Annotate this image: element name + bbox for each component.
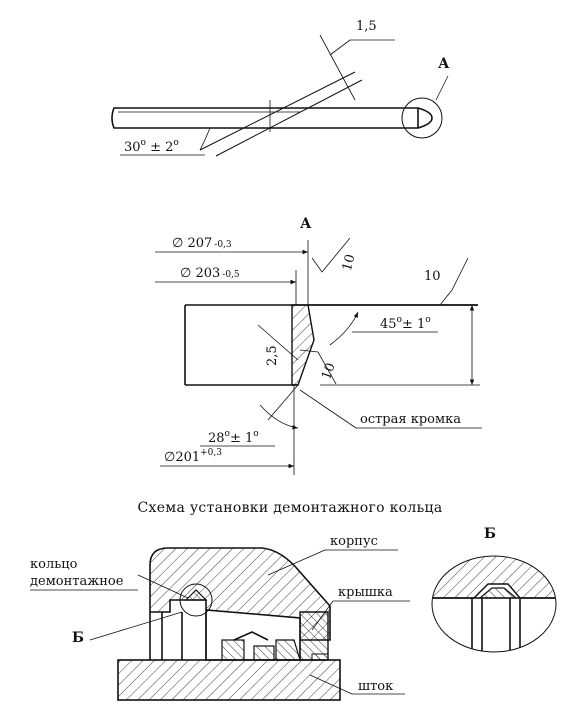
detail-b-outline	[431, 555, 557, 653]
detail-b-ring	[478, 587, 518, 599]
cover-label: крышка	[338, 585, 393, 600]
detail-b-view	[432, 556, 556, 652]
scheme-title: Схема установки демонтажного кольца	[138, 500, 443, 516]
angle-arc	[199, 127, 211, 151]
seal-2	[253, 645, 275, 661]
ring-label-1: кольцо	[30, 557, 78, 572]
ring-end	[417, 107, 433, 129]
ring-leader	[137, 574, 189, 599]
angle-label: 30o ± 2o	[124, 138, 179, 155]
angle28-label: 28o± 1o	[208, 429, 259, 446]
chamfer-dim-line	[257, 324, 299, 361]
housing-leader	[267, 549, 326, 576]
cover-lines	[149, 612, 207, 660]
roughness-right	[439, 257, 469, 306]
roughness-face	[299, 349, 337, 385]
d203-label: ∅ 203-0,5	[180, 266, 240, 281]
view-b-label: Б	[72, 630, 84, 646]
detail-a-title: А	[300, 216, 312, 232]
roughness-top	[311, 237, 351, 273]
angle28-leg	[267, 384, 299, 421]
rod-leader	[309, 674, 353, 695]
dismantling-ring	[184, 589, 208, 601]
detail-b-cover-lines	[471, 598, 521, 652]
detail-a: А ∅ 207-0,3 ∅ 203-0,5 10 10 45o± 1o 10	[155, 216, 482, 475]
d201-label: ∅201+0,3	[164, 448, 222, 465]
install-scheme: Схема установки демонтажного кольца коль…	[30, 500, 557, 701]
chamfer-dim: 2,5	[265, 345, 280, 366]
seal-4	[311, 653, 329, 661]
cover-leader	[311, 600, 334, 631]
detail-b-circle	[179, 583, 213, 617]
seal-lip	[233, 631, 269, 641]
angle45-label: 45o± 1o	[380, 315, 431, 332]
detail-a-leader	[435, 75, 449, 101]
cut-line-1	[199, 71, 356, 151]
d207-label: ∅ 207-0,3	[172, 236, 232, 251]
angle45-arc	[329, 311, 359, 346]
cut-line-2	[215, 79, 363, 157]
housing-label: корпус	[330, 534, 378, 549]
detail-b-label: Б	[484, 526, 496, 542]
sharp-edge-leader	[299, 389, 357, 429]
seal-1	[221, 639, 245, 661]
chamfer-section	[291, 304, 315, 386]
roughness-face-label: 10	[319, 361, 339, 382]
detail-a-circle	[401, 97, 443, 139]
cover	[299, 611, 329, 661]
ring-label-2: демонтажное	[30, 574, 124, 589]
dim-leader-1	[319, 34, 356, 101]
sharp-edge-label: острая кромка	[360, 412, 461, 427]
top-view: 1,5 30o ± 2o А	[111, 19, 450, 157]
dim-thickness: 1,5	[356, 19, 377, 34]
detail-a-ref: А	[438, 56, 450, 72]
roughness-right-label: 10	[424, 269, 441, 284]
rod	[117, 659, 341, 701]
ring-strip-outline	[111, 107, 419, 129]
roughness-top-label: 10	[340, 253, 359, 273]
rod-label: шток	[358, 679, 393, 694]
view-b-leader	[89, 611, 183, 641]
angle28-arc	[259, 404, 299, 430]
dim-leader-2	[329, 39, 351, 56]
